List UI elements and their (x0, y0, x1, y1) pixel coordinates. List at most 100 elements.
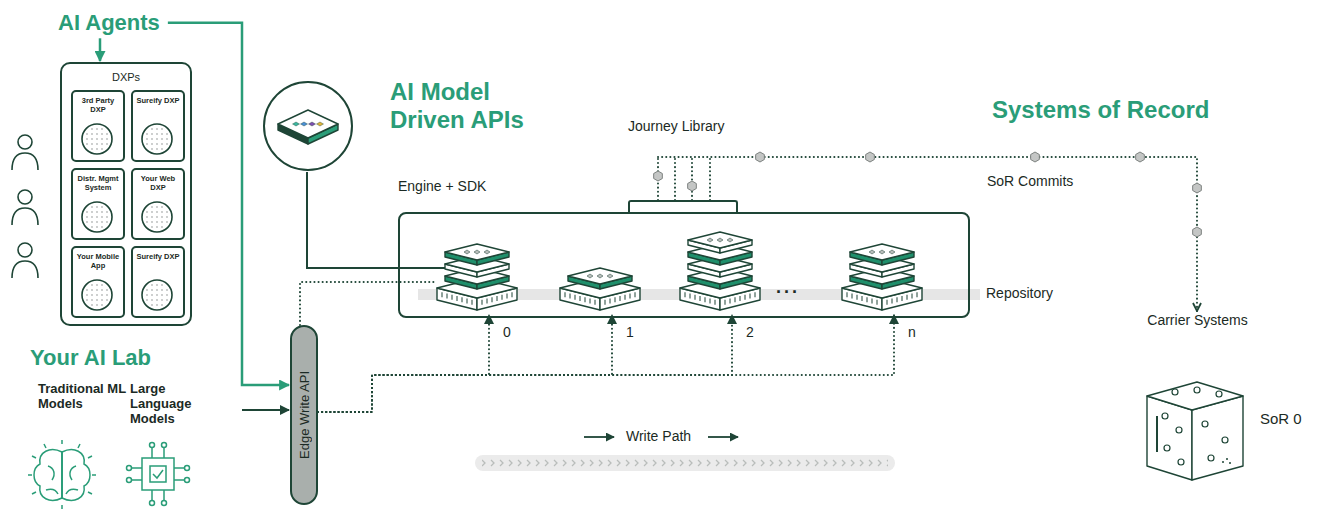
repository-stack: 1 (552, 222, 648, 314)
ball-dimple (151, 138, 153, 140)
ball-dimple (146, 133, 148, 135)
node-text: 0 (503, 324, 511, 340)
base-tick (590, 299, 591, 304)
base-tick (685, 292, 686, 297)
commit-hexagon (1193, 183, 1202, 193)
section-heading: Systems of Record (992, 96, 1209, 124)
journey-library: Journey Library (628, 118, 740, 213)
base-tick (872, 299, 873, 304)
ball-dimple (101, 148, 103, 150)
ball-dimple (151, 284, 153, 286)
node-text: 3rd Party DXP (73, 92, 123, 114)
pin-end (150, 501, 155, 506)
ball-dimple (151, 216, 153, 218)
stack-layer-top (568, 268, 632, 284)
ball-dimple (161, 294, 163, 296)
color-dot (293, 122, 300, 126)
commit-hexagon (866, 152, 875, 162)
layer-dot (587, 274, 593, 278)
ball-dimple (151, 128, 153, 130)
ball-dimple (151, 133, 153, 135)
stack-layer-top (445, 244, 509, 260)
ball-dimple (156, 143, 158, 145)
base-tick (512, 292, 513, 297)
ball-dimple (86, 289, 88, 291)
ball-dimple (86, 138, 88, 140)
ball-dimple (166, 211, 168, 213)
ball-dimple (161, 226, 163, 228)
ball-dimple (101, 221, 103, 223)
layer-dot (484, 250, 490, 254)
ball-dimple (166, 143, 168, 145)
golf-ball (79, 277, 115, 313)
node-text: 2 (746, 324, 754, 340)
base-tick (887, 300, 888, 305)
commit-hexagon (688, 181, 697, 191)
base-tick (907, 295, 908, 300)
pin-end (185, 466, 190, 471)
ball-dimple (106, 138, 108, 140)
commit-hexagons (654, 152, 1202, 237)
ball-dimple (151, 299, 153, 301)
cube-dot (1229, 462, 1231, 464)
check-mark (153, 470, 163, 478)
base-tick (625, 295, 626, 300)
write-path-chevrons (482, 455, 888, 471)
ball-outline (142, 202, 172, 232)
base-tick (615, 297, 616, 302)
ball-dimple (161, 289, 163, 291)
ball-dimple (166, 138, 168, 140)
connector (318, 315, 732, 412)
dxp-card: Your Mobile App (71, 246, 125, 318)
node-text: AI Agents (58, 10, 160, 35)
ball-dimple (101, 133, 103, 135)
ball-dimple (156, 294, 158, 296)
model-type: Large Language Models (130, 382, 218, 427)
repository-stack: 0 (429, 222, 525, 314)
people-icons (12, 135, 38, 278)
ball-dimple (91, 294, 93, 296)
base-tick (635, 292, 636, 297)
arrow-line (584, 436, 614, 438)
dxp-card: Your Web DXP (131, 168, 185, 240)
ball-dimple (86, 133, 88, 135)
base-tick (745, 295, 746, 300)
ball-dimple (96, 284, 98, 286)
ball-dimple (166, 221, 168, 223)
ball-dimple (151, 221, 153, 223)
base-tick (482, 300, 483, 305)
base-tick (897, 297, 898, 302)
ball-dimple (96, 294, 98, 296)
ball-dimple (166, 133, 168, 135)
node-text: Carrier Systems (1135, 312, 1260, 329)
ball-dimple (161, 143, 163, 145)
ball-dimple (146, 221, 148, 223)
ball-dimple (91, 299, 93, 301)
base-tick (892, 299, 893, 304)
ball-dimple (101, 138, 103, 140)
repository-label: Repository (986, 285, 1053, 301)
golf-ball (139, 121, 175, 157)
ball-dimple (101, 284, 103, 286)
ball-dimple (156, 148, 158, 150)
base-tick (570, 294, 571, 299)
edge-write-pill: Edge Write API (290, 325, 318, 505)
ball-dimple (91, 226, 93, 228)
pin-end (162, 501, 167, 506)
cube-drawing (1135, 312, 1260, 482)
base-tick (507, 294, 508, 299)
base-tick (690, 294, 691, 299)
ball-dimple (106, 221, 108, 223)
ball-dimple (161, 216, 163, 218)
ball-dimple (166, 216, 168, 218)
base-tick (862, 296, 863, 301)
base-tick (575, 295, 576, 300)
pin-end (185, 478, 190, 483)
stack-layer-top (688, 232, 752, 248)
node-text: SoR 0 (1260, 410, 1302, 427)
base-tick (755, 292, 756, 297)
base-tick (472, 300, 473, 305)
ball-dimple (161, 128, 163, 130)
base-tick (857, 295, 858, 300)
